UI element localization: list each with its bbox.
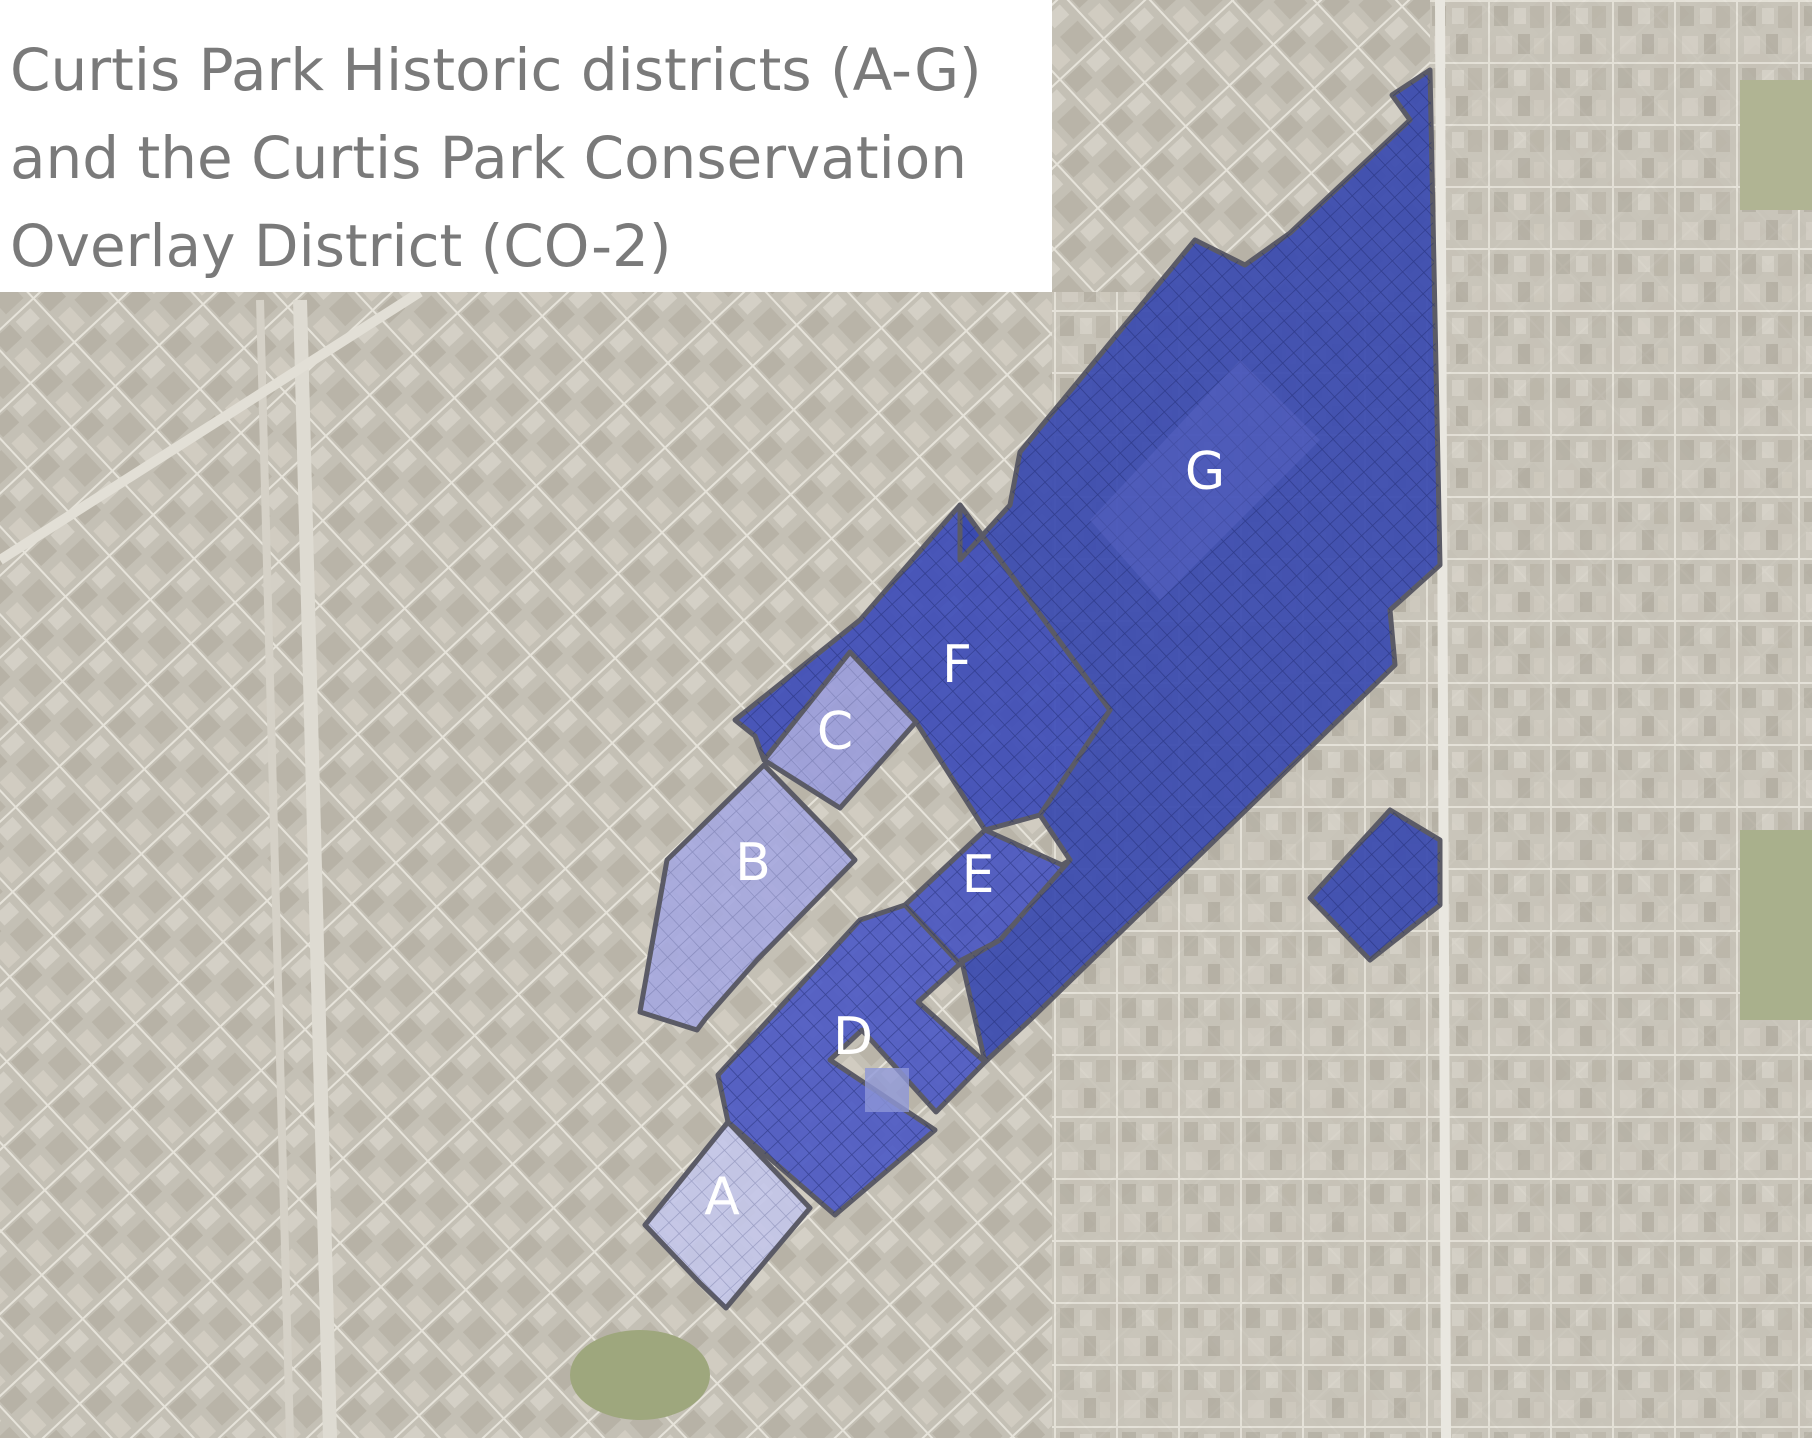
ballfield (570, 1330, 710, 1420)
district-label-c: C (817, 702, 853, 762)
rail-line (256, 299, 294, 1438)
district-label-b: B (735, 833, 771, 893)
park-area (1740, 830, 1812, 1020)
title-line-2: and the Curtis Park Conservation (10, 124, 968, 192)
railway-corridor (293, 299, 337, 1438)
title-line-3: Overlay District (CO-2) (10, 212, 672, 280)
district-label-d: D (833, 1007, 873, 1067)
district-c[interactable]: C (761, 649, 919, 811)
district-d[interactable]: D (715, 902, 988, 1218)
district-b[interactable]: B (637, 762, 858, 1033)
district-a[interactable]: A (642, 1119, 813, 1311)
district-co2-east-block[interactable] (1307, 807, 1443, 963)
north-south-road (1435, 0, 1451, 1438)
district-g[interactable]: G (957, 67, 1443, 1065)
district-label-a: A (704, 1167, 740, 1227)
district-label-g: G (1185, 442, 1225, 502)
district-f[interactable]: F (732, 502, 1113, 833)
map-title: Curtis Park Historic districts (A-G) and… (0, 0, 1052, 292)
title-line-1: Curtis Park Historic districts (A-G) (10, 36, 982, 104)
district-label-e: E (962, 845, 995, 905)
diagonal-road (0, 287, 423, 565)
district-label-f: F (942, 635, 972, 695)
field-area (1740, 80, 1812, 210)
